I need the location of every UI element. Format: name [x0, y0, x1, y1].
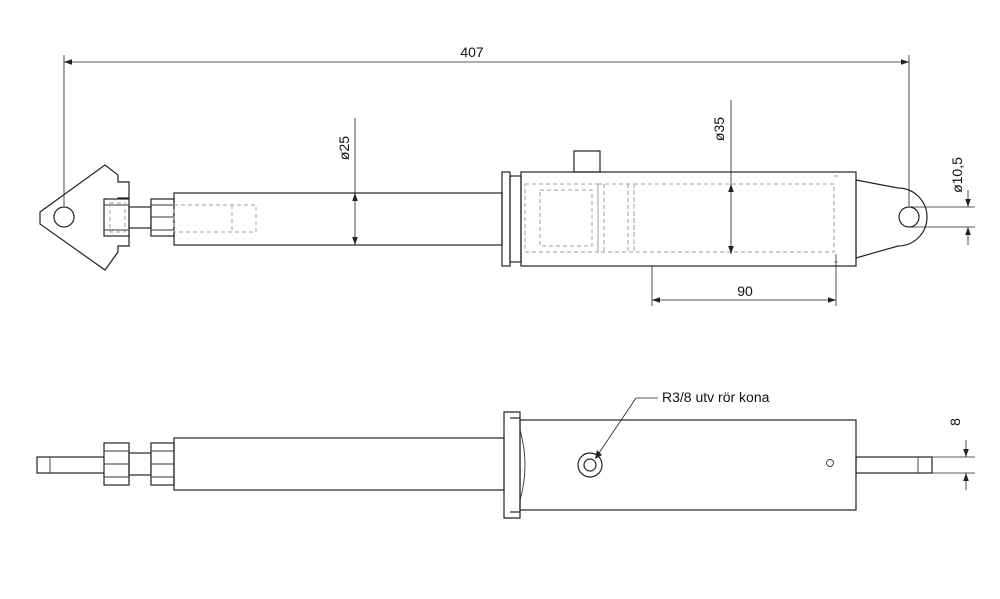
side-view: R3/8 utv rör kona 8 — [36, 389, 975, 519]
side-cylinder-barrel — [519, 419, 857, 511]
side-port — [577, 452, 603, 478]
side-piston-rod — [173, 437, 505, 491]
left-pin — [36, 456, 106, 474]
body-diameter-label: ø35 — [711, 117, 727, 141]
rod-diameter-label: ø25 — [336, 136, 352, 160]
side-thread-section — [128, 452, 152, 476]
top-view: 407 ø25 ø35 ø10,5 90 — [39, 44, 975, 306]
side-gland-flange — [503, 411, 526, 519]
side-left-nut — [103, 442, 130, 486]
side-right-nut — [150, 442, 175, 486]
port-callout-label: R3/8 utv rör kona — [662, 389, 770, 405]
piston-rod — [173, 192, 503, 246]
overall-length-label: 407 — [460, 44, 484, 60]
gland-flange — [501, 171, 522, 267]
dim-stroke: 90 — [651, 254, 837, 306]
cylinder-barrel — [520, 171, 857, 267]
left-nut — [103, 198, 130, 237]
eye-hole-diameter-label: ø10,5 — [949, 157, 965, 193]
right-eye-hole — [898, 206, 920, 228]
dim-eye-hole-diameter: ø10,5 — [909, 157, 975, 245]
side-small-hole — [826, 459, 834, 467]
dim-rod-diameter: ø25 — [336, 118, 358, 245]
hydraulic-port — [573, 150, 601, 173]
pin-width-label: 8 — [947, 418, 963, 426]
stroke-label: 90 — [737, 283, 753, 299]
left-eye-hole — [53, 206, 75, 228]
right-nut — [150, 198, 175, 237]
dim-pin-width: 8 — [932, 418, 975, 490]
dim-overall-length: 407 — [63, 44, 910, 206]
thread-section — [128, 206, 152, 229]
right-pin — [855, 456, 933, 474]
dim-body-diameter: ø35 — [711, 100, 734, 254]
right-clevis-eye — [855, 179, 928, 259]
port-callout: R3/8 utv rör kona — [595, 389, 770, 459]
